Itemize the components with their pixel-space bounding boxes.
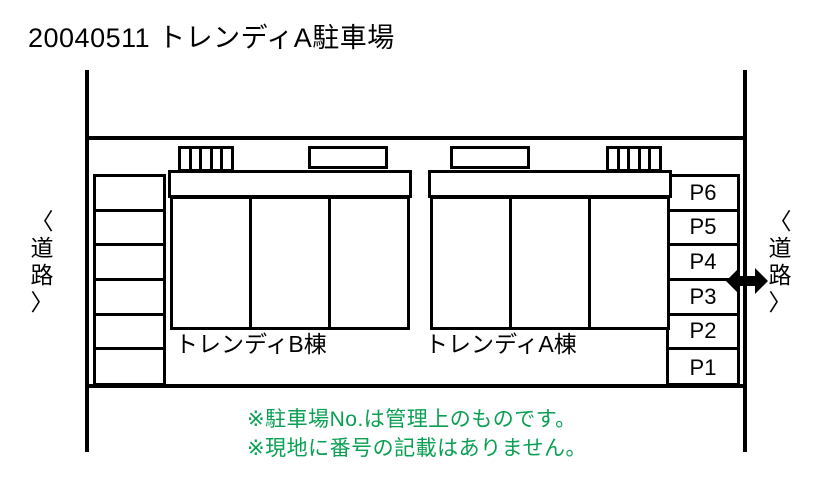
site-boundary-right — [743, 70, 747, 452]
building-unit — [512, 199, 591, 327]
parking-stall-p5[interactable]: P5 — [669, 212, 737, 247]
building-unit — [433, 199, 512, 327]
note-line-2: ※現地に番号の記載はありません。 — [247, 437, 587, 460]
parking-stall[interactable] — [96, 177, 163, 212]
site-boundary-left — [85, 70, 89, 452]
stair-step — [641, 149, 652, 169]
parking-stall[interactable] — [96, 212, 163, 247]
parking-stalls-right: P6 P5 P4 P3 P2 P1 — [666, 174, 740, 386]
stair-step — [651, 149, 659, 169]
stair-step — [192, 149, 203, 169]
stair-step — [181, 149, 192, 169]
road-right-char-2: 路 — [768, 262, 792, 288]
building-a-stairs-icon — [606, 146, 662, 172]
building-a-label: トレンディA棟 — [425, 331, 577, 357]
stair-step — [609, 149, 620, 169]
road-right-close-paren: 〉 — [768, 289, 792, 315]
parking-stall-p6[interactable]: P6 — [669, 177, 737, 212]
note-line-1: ※駐車場No.は管理上のものです。 — [247, 408, 577, 431]
site-boundary-bottom — [85, 384, 747, 388]
road-left-open-paren: 〈 — [30, 208, 54, 234]
building-a-units — [430, 196, 670, 330]
building-b-units — [170, 196, 410, 330]
building-unit — [173, 199, 252, 327]
road-left-char-2: 路 — [30, 262, 54, 288]
building-b-label: トレンディB棟 — [175, 331, 327, 357]
parking-stall[interactable] — [96, 316, 163, 351]
parking-stalls-left — [93, 174, 166, 386]
road-label-right: 〈 道 路 〉 — [760, 206, 800, 318]
road-left-char-1: 道 — [30, 235, 54, 261]
site-boundary-top — [85, 136, 747, 140]
parking-stall-p4[interactable]: P4 — [669, 246, 737, 281]
building-unit — [591, 199, 667, 327]
road-label-left: 〈 道 路 〉 — [22, 206, 62, 318]
building-unit — [331, 199, 407, 327]
stair-step — [223, 149, 231, 169]
building-b-entry-block — [308, 146, 388, 169]
road-right-char-1: 道 — [768, 235, 792, 261]
road-right-open-paren: 〈 — [768, 208, 792, 234]
parking-stall[interactable] — [96, 246, 163, 281]
parking-stall-p2[interactable]: P2 — [669, 316, 737, 351]
stair-step — [630, 149, 641, 169]
building-a-corridor — [428, 170, 672, 198]
building-a-entry-block — [450, 146, 530, 169]
building-unit — [252, 199, 331, 327]
double-headed-arrow-icon — [726, 268, 768, 294]
parking-stall-p1[interactable]: P1 — [689, 354, 717, 380]
parking-stall[interactable] — [96, 281, 163, 316]
page-title: 20040511 トレンディA駐車場 — [28, 23, 395, 53]
stair-step — [620, 149, 631, 169]
parking-stall[interactable] — [96, 350, 163, 385]
stair-step — [213, 149, 224, 169]
building-b-corridor — [168, 170, 412, 198]
parking-stall-p3[interactable]: P3 — [669, 281, 737, 316]
stair-step — [202, 149, 213, 169]
road-left-close-paren: 〉 — [30, 289, 54, 315]
building-b-stairs-icon — [178, 146, 234, 172]
